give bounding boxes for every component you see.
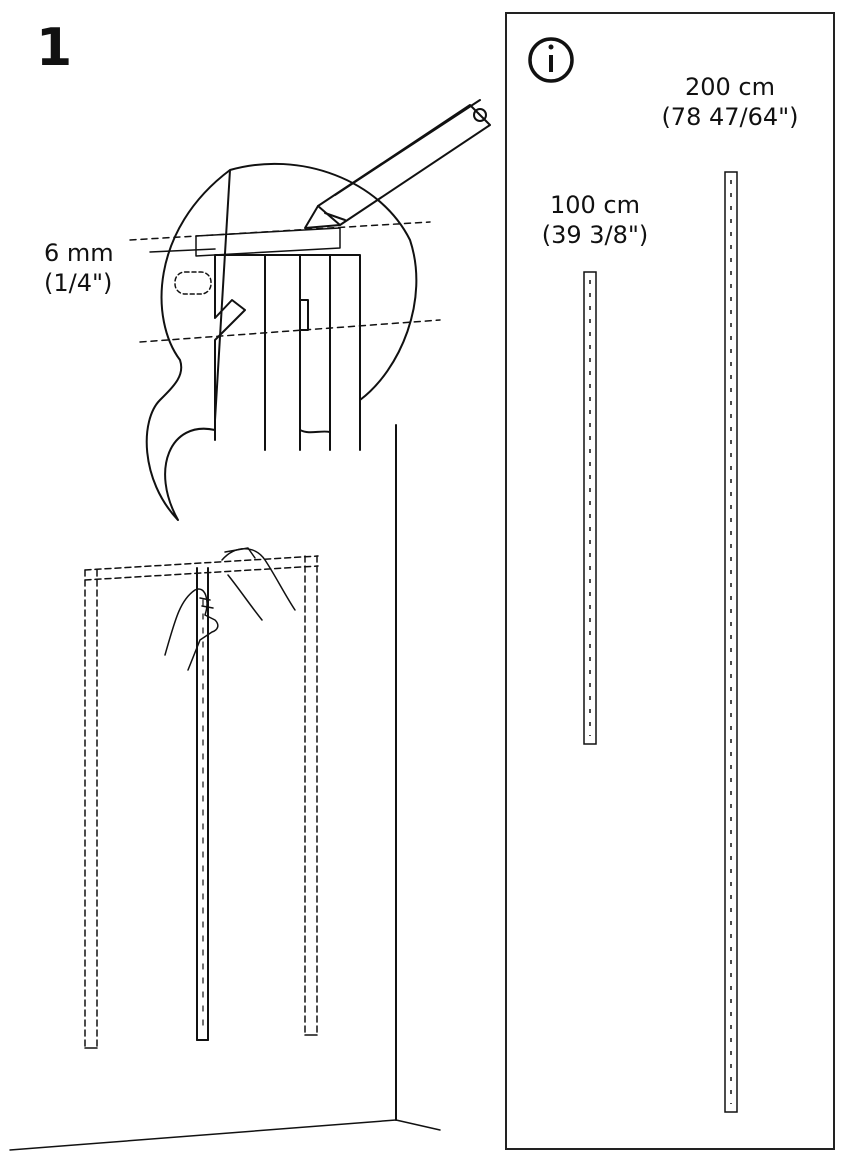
short-rail-metric: 100 cm: [549, 191, 640, 219]
long-rail-imperial: (78 47/64"): [661, 103, 799, 131]
rail-closeup: [214, 254, 361, 451]
short-rail: [583, 271, 597, 745]
gap-metric: 6 mm: [44, 239, 114, 267]
info-panel: [505, 12, 835, 1150]
detail-bubble: [145, 162, 418, 521]
info-icon: [528, 37, 574, 83]
long-rail-metric: 200 cm: [684, 73, 775, 101]
short-rail-imperial: (39 3/8"): [541, 221, 649, 249]
step-number: 1: [36, 18, 73, 78]
hand-icon: [164, 547, 296, 671]
long-rail-measurement: 200 cm (78 47/64"): [650, 72, 810, 132]
long-rail: [724, 171, 738, 1113]
gap-imperial: (1/4"): [44, 269, 113, 297]
pencil-icon: [304, 99, 491, 229]
gap-measurement: 6 mm (1/4"): [44, 238, 134, 298]
short-rail-measurement: 100 cm (39 3/8"): [530, 190, 660, 250]
